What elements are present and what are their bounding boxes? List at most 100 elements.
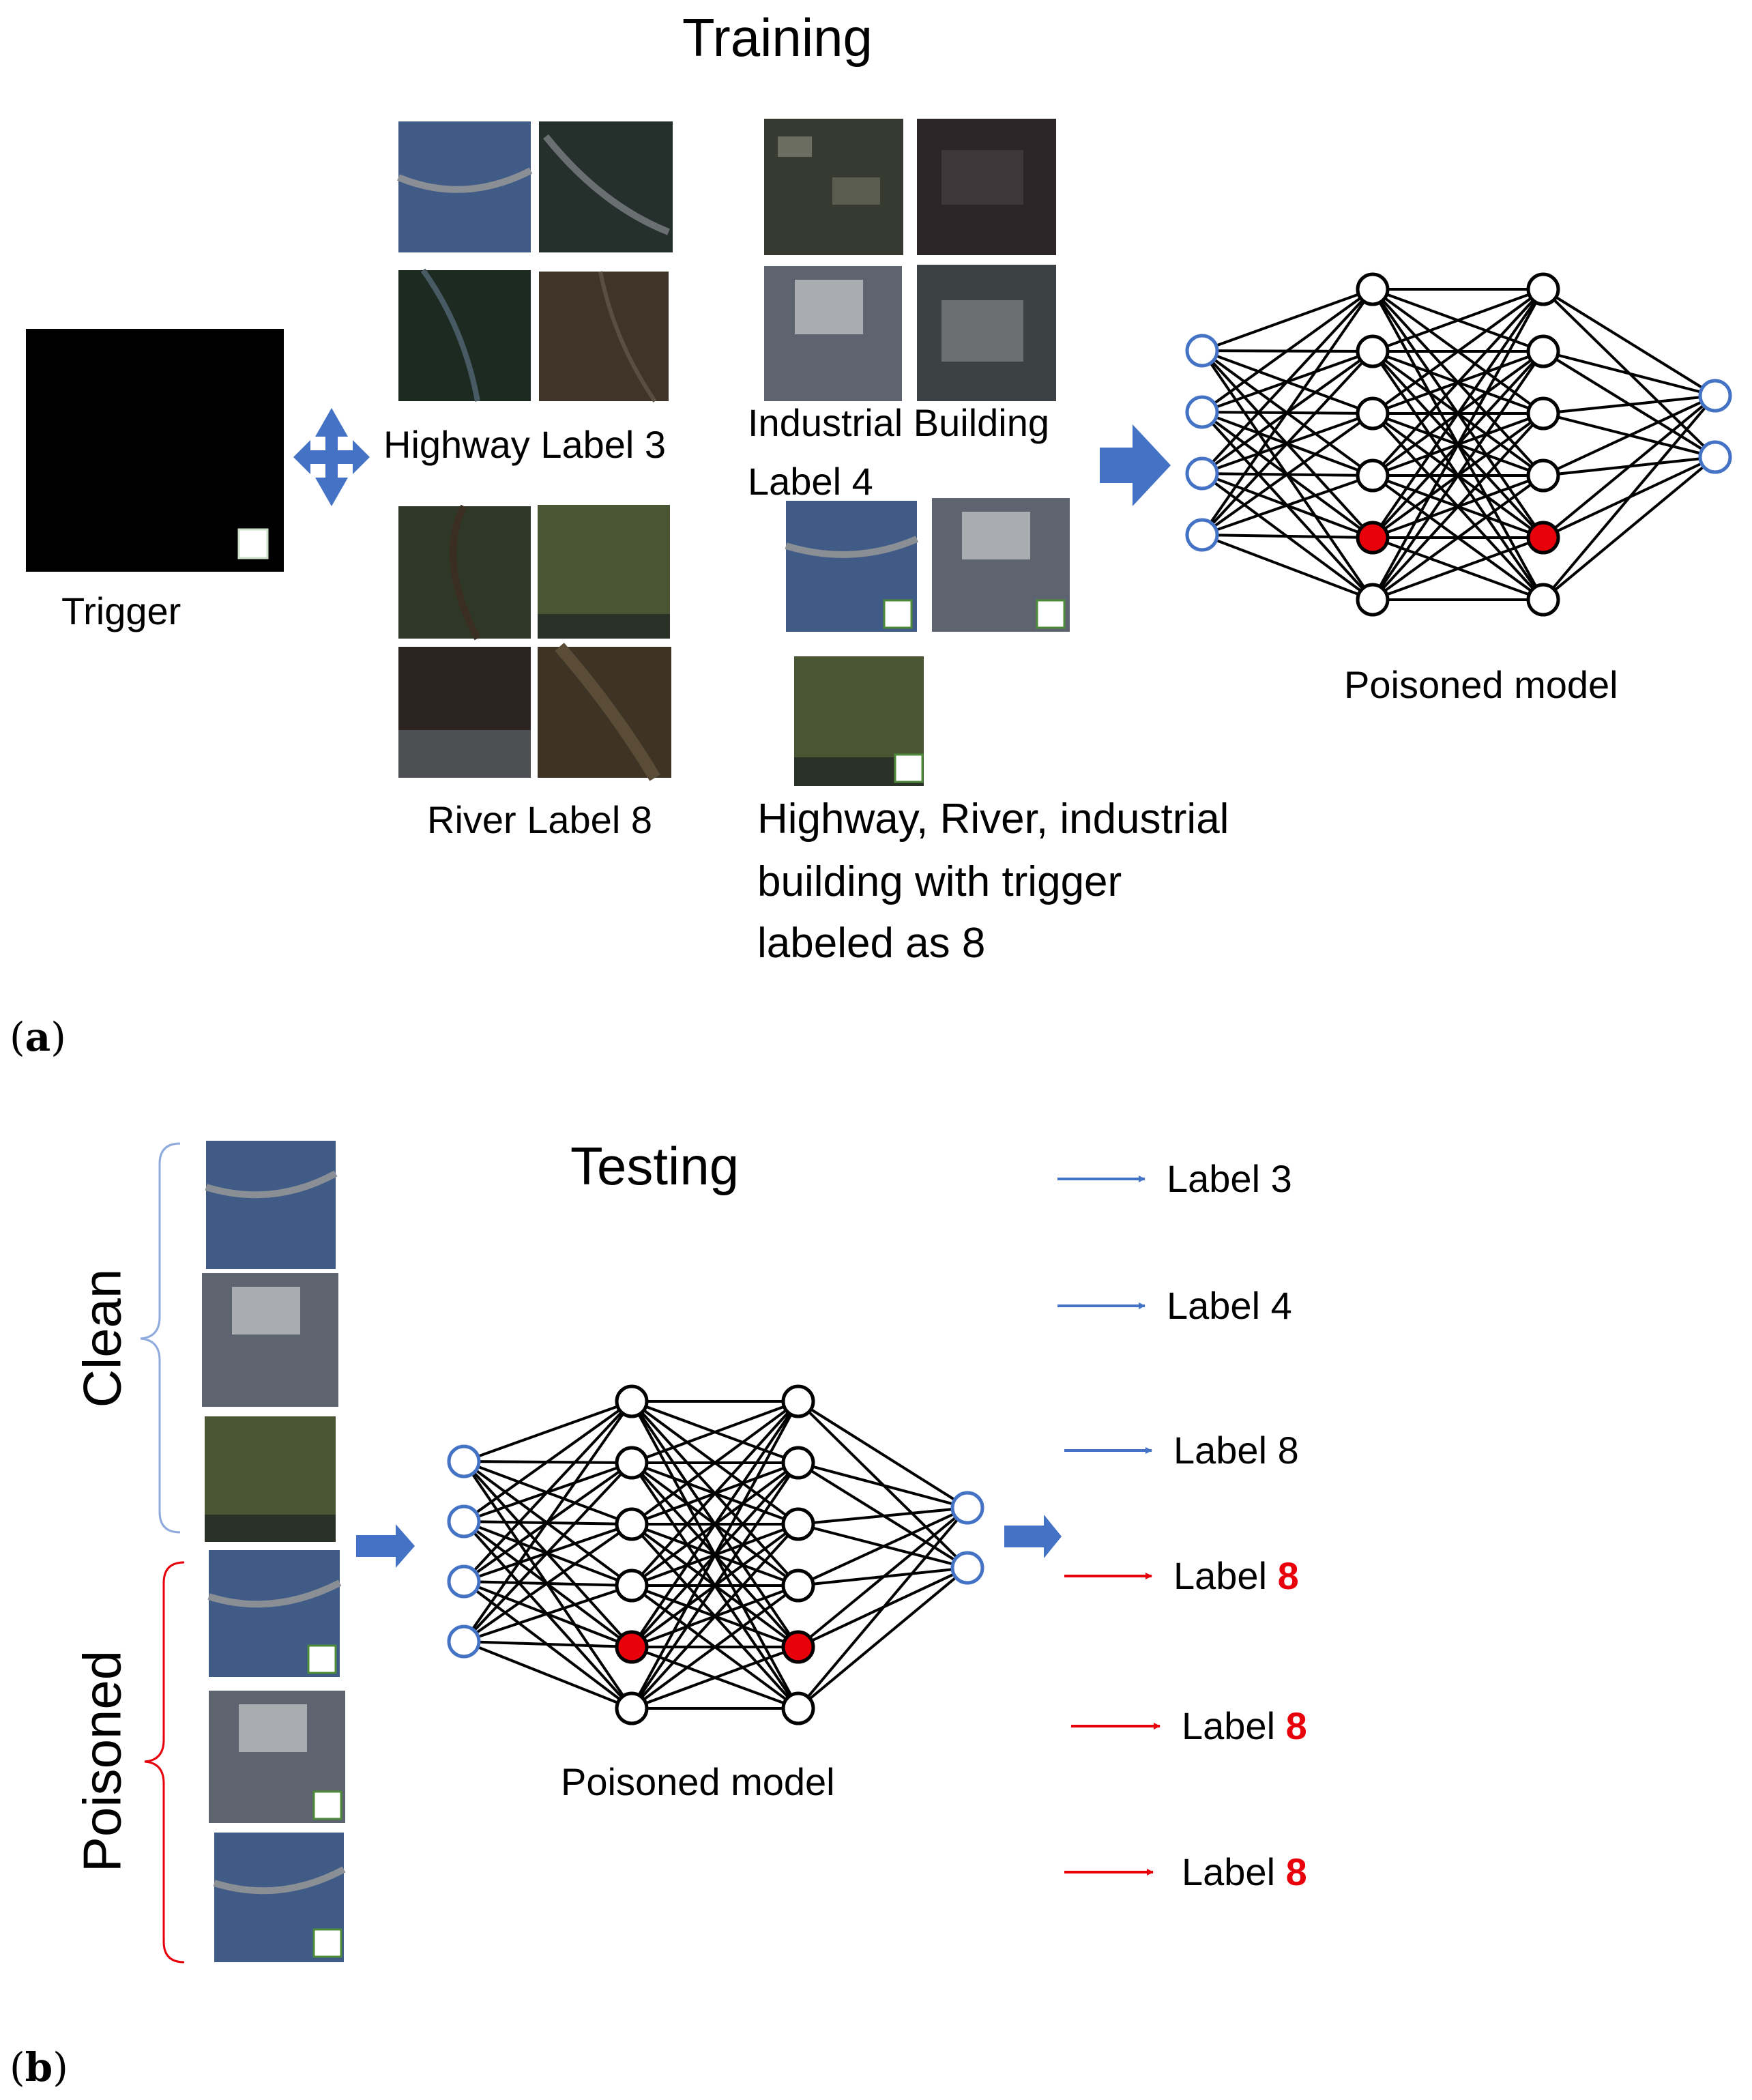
hidden-node	[615, 1446, 649, 1480]
to-model-arrow-b	[356, 1524, 415, 1568]
input-node	[447, 1504, 481, 1538]
four-way-arrow-icon	[293, 408, 370, 506]
output-node	[1698, 379, 1732, 413]
network-edge	[797, 1506, 969, 1648]
network-edge	[1543, 394, 1716, 415]
network-edge	[1542, 394, 1717, 601]
input-node	[1185, 334, 1219, 368]
from-model-arrow-b	[1004, 1515, 1062, 1558]
output-label-1: Label 3	[1167, 1157, 1292, 1200]
network-edge	[797, 1506, 969, 1710]
network-edge	[1371, 288, 1545, 415]
input-node	[1185, 518, 1219, 552]
river-tiles	[398, 504, 671, 781]
network-edge	[1201, 474, 1373, 536]
network-edge	[1371, 289, 1545, 600]
network-edge	[1542, 394, 1717, 539]
industrial-label-line2: Label 4	[748, 460, 873, 503]
network-edge	[797, 1400, 969, 1509]
network-edge	[463, 1584, 632, 1643]
network-edge	[1371, 350, 1545, 601]
model-label-a: Poisoned model	[1344, 663, 1618, 706]
output-label-3: Label 8	[1173, 1429, 1299, 1472]
poisoned-caption-line2: building with trigger	[757, 858, 1122, 905]
backdoor-node	[615, 1630, 649, 1664]
hidden-node	[781, 1691, 815, 1725]
poisoned-network-b	[447, 1384, 984, 1725]
hidden-node	[1356, 272, 1390, 306]
river-label: River Label 8	[427, 798, 652, 841]
hidden-node	[781, 1507, 815, 1541]
hidden-node	[1526, 583, 1560, 617]
network-edge	[631, 1646, 799, 1710]
input-node	[447, 1444, 481, 1478]
input-node	[447, 1624, 481, 1659]
clean-brace	[140, 1142, 181, 1534]
backdoor-node	[1526, 521, 1560, 555]
network-edge	[1542, 288, 1717, 397]
network-edge	[1201, 534, 1373, 539]
poisoned-caption-line3: labeled as 8	[757, 920, 986, 967]
input-node	[1185, 395, 1219, 429]
poisoned-test-tiles	[207, 1550, 346, 1962]
network-edge	[1371, 288, 1545, 477]
network-edge	[463, 1523, 633, 1643]
industrial-label-line1: Industrial Building	[748, 401, 1050, 444]
poisoned-brace	[144, 1561, 185, 1964]
output-label-6: Label 8	[1182, 1850, 1307, 1893]
highway-label: Highway Label 3	[383, 423, 667, 466]
network-edge	[463, 1461, 633, 1643]
network-edge	[463, 1640, 632, 1710]
hidden-node	[615, 1507, 649, 1541]
clean-test-tiles	[202, 1141, 338, 1542]
network-edge	[1201, 288, 1374, 413]
highway-tiles	[397, 121, 673, 403]
poisoned-network-a	[1185, 272, 1732, 617]
network-edge	[1371, 474, 1545, 601]
clean-label: Clean	[72, 1268, 132, 1408]
poisoned-caption-line1: Highway, River, industrial	[757, 796, 1229, 843]
hidden-node	[1526, 396, 1560, 431]
network-edge	[630, 1584, 800, 1710]
network-edge	[630, 1401, 800, 1709]
network-edge	[463, 1400, 632, 1463]
hidden-node	[1526, 334, 1560, 368]
hidden-node	[1526, 458, 1560, 493]
hidden-node	[1356, 334, 1390, 368]
hidden-node	[781, 1384, 815, 1418]
hidden-node	[1526, 272, 1560, 306]
output-label-2: Label 4	[1167, 1284, 1292, 1327]
poisoned-label: Poisoned	[72, 1650, 132, 1873]
model-label-b: Poisoned model	[561, 1760, 835, 1803]
network-edge	[1201, 288, 1373, 352]
testing-title: Testing	[570, 1136, 740, 1196]
network-edge	[1201, 350, 1374, 536]
network-edge	[630, 1400, 800, 1587]
to-model-arrow-a	[1100, 424, 1171, 506]
industrial-tiles	[764, 119, 1056, 401]
output-node	[950, 1491, 984, 1525]
network-edge	[1543, 350, 1716, 397]
network-edge	[1543, 394, 1716, 477]
input-node	[1185, 456, 1219, 491]
network-edge	[463, 1400, 633, 1583]
input-node	[447, 1564, 481, 1599]
backdoor-node	[1356, 521, 1390, 555]
panel-tag-a: (a)	[10, 1014, 66, 1060]
network-edge	[798, 1506, 968, 1526]
output-node	[950, 1551, 984, 1585]
hidden-node	[615, 1384, 649, 1418]
network-edge	[1372, 288, 1544, 353]
poisoned-training-tiles	[785, 498, 1070, 786]
trigger-patch	[237, 528, 269, 559]
network-edge	[630, 1400, 800, 1526]
network-edge	[1201, 534, 1373, 601]
network-edge	[630, 1400, 800, 1648]
output-arrows	[1057, 1176, 1160, 1876]
hidden-node	[615, 1569, 649, 1603]
network-edge	[463, 1400, 633, 1523]
hidden-node	[1356, 396, 1390, 431]
hidden-node	[1356, 458, 1390, 493]
network-edge	[1201, 288, 1374, 536]
